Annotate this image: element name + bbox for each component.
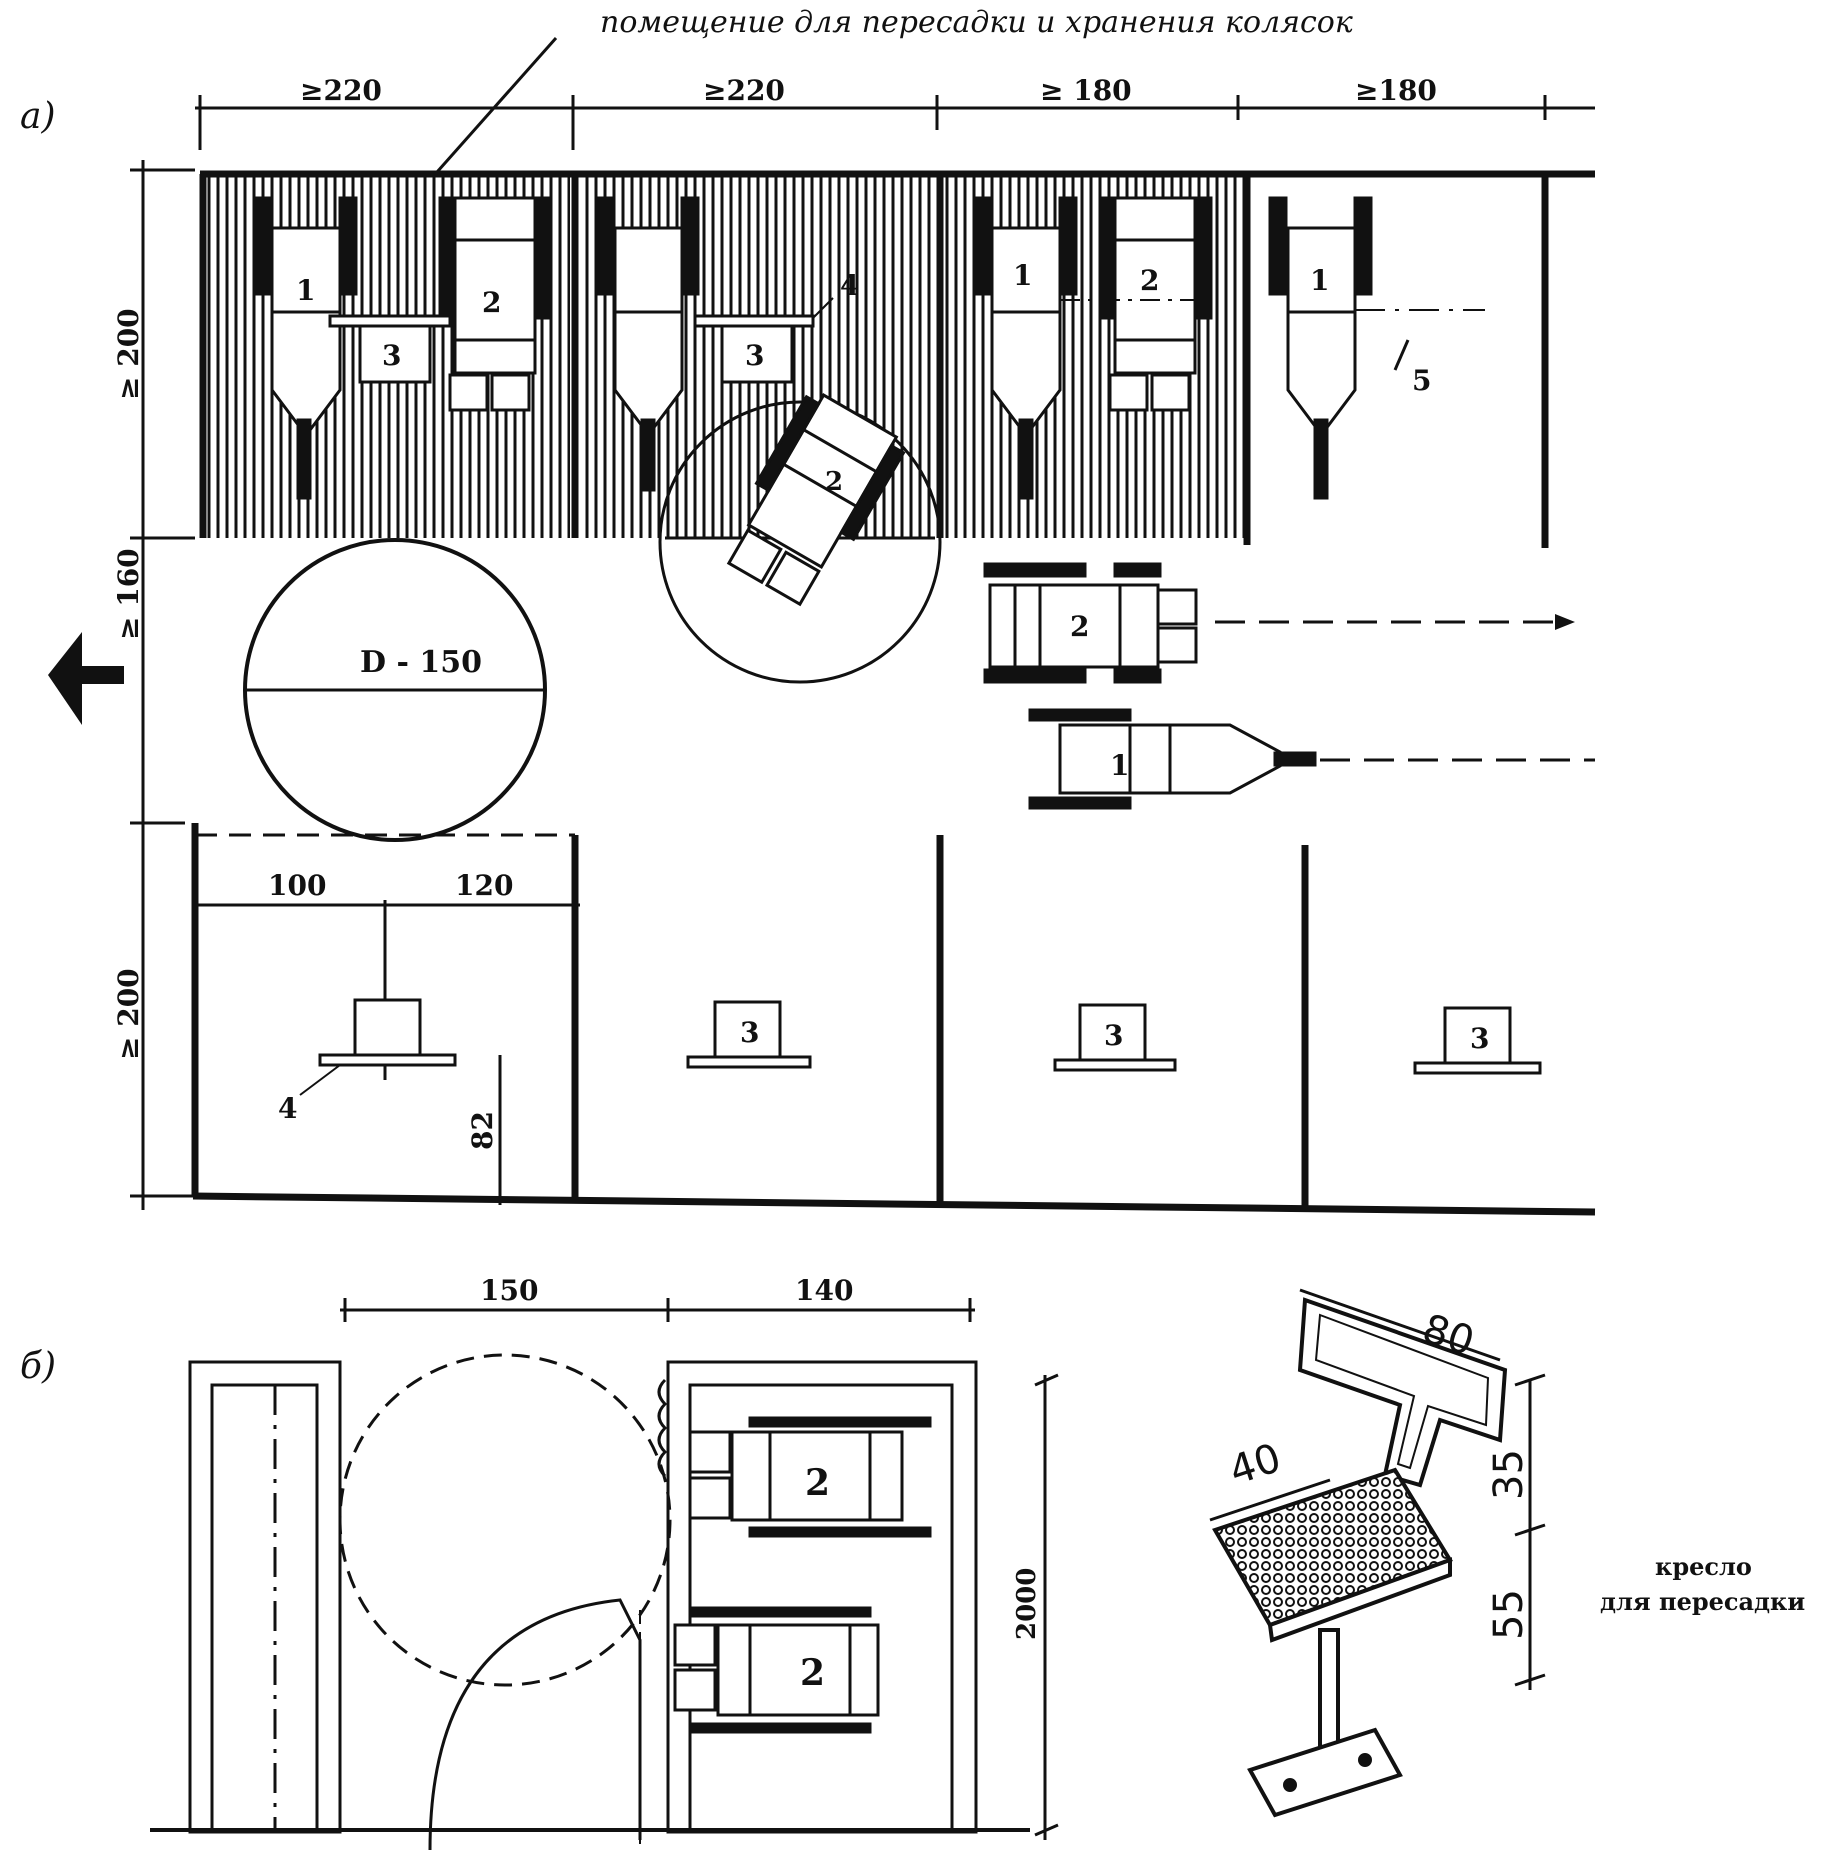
marker-3-cabin-2: 3 bbox=[740, 1016, 759, 1049]
marker-3-bay-2: 3 bbox=[745, 339, 764, 372]
transfer-seat-bay-1 bbox=[328, 314, 452, 384]
marker-5-tick bbox=[1393, 339, 1410, 371]
transfer-seat-cabin-4 bbox=[1413, 1006, 1542, 1075]
transfer-seat-cabin-3 bbox=[1053, 1003, 1177, 1072]
lower-walls bbox=[191, 823, 1596, 1216]
part-b-dim-1: 150 bbox=[480, 1274, 538, 1307]
rotation-circle bbox=[658, 400, 942, 684]
marker-1-corridor: 1 bbox=[1110, 749, 1129, 782]
door-swing-arc bbox=[428, 1598, 642, 1851]
transfer-seat-cabin-2 bbox=[686, 1000, 812, 1069]
wheelchair-2-corridor bbox=[983, 562, 1198, 684]
movement-arrow-2-icon bbox=[1555, 614, 1575, 630]
left-dim-middle: ≥ 160 bbox=[112, 548, 145, 640]
marker-1-bay-3: 1 bbox=[1013, 259, 1032, 292]
part-b-dim-right: 2000 bbox=[1012, 1568, 1042, 1640]
chair-caption-line2: для пересадки bbox=[1600, 1587, 1805, 1616]
part-b-marker-2-lower: 2 bbox=[800, 1652, 825, 1694]
part-b-label: б) bbox=[20, 1346, 56, 1387]
cabin-dim-right: 120 bbox=[455, 869, 513, 902]
part-b-dim-2: 140 bbox=[795, 1274, 853, 1307]
chair-dim-35: 35 bbox=[1486, 1449, 1532, 1500]
marker-2-rotating: 2 bbox=[825, 467, 843, 497]
part-b-turning-circle bbox=[338, 1353, 672, 1687]
marker-2-bay-3: 2 bbox=[1140, 264, 1159, 297]
seat-height-dim: 82 bbox=[466, 1111, 499, 1150]
top-dimension-line bbox=[195, 95, 1595, 150]
top-dim-2: ≥220 bbox=[703, 74, 785, 107]
marker-4-bay-2: 4 bbox=[840, 269, 859, 302]
marker-2-bay-1: 2 bbox=[482, 286, 501, 319]
stroller-1-bay-3 bbox=[973, 196, 1078, 500]
marker-4-leader bbox=[812, 297, 834, 319]
transfer-chair-illustration bbox=[1212, 1297, 1508, 1818]
part-b-marker-2-upper: 2 bbox=[805, 1462, 830, 1504]
left-dim-lower: ≥ 200 bbox=[112, 968, 145, 1060]
left-dimension-line bbox=[130, 160, 195, 1210]
part-a-label: а) bbox=[20, 96, 56, 137]
wheelchair-2-bay-1 bbox=[438, 196, 553, 412]
transfer-seat-bay-2 bbox=[693, 314, 815, 384]
part-b-walls bbox=[150, 1360, 1030, 1834]
cabin-dim-left: 100 bbox=[268, 869, 326, 902]
stroller-1-bay-4 bbox=[1268, 196, 1373, 500]
chair-dim-40: 40 bbox=[1224, 1435, 1287, 1494]
part-b-right-dimension bbox=[1034, 1373, 1059, 1840]
top-dim-1: ≥220 bbox=[300, 74, 382, 107]
marker-4-cabin-1: 4 bbox=[278, 1092, 297, 1125]
top-dim-3: ≥ 180 bbox=[1040, 74, 1132, 107]
part-b-top-dimension bbox=[340, 1298, 975, 1322]
exit-arrow-icon bbox=[48, 632, 124, 725]
marker-4-cabin-leader bbox=[299, 1064, 341, 1096]
marker-3-bay-1: 3 bbox=[382, 339, 401, 372]
storage-room-caption: помещение для пересадки и хранения коляс… bbox=[600, 5, 1353, 40]
marker-3-cabin-3: 3 bbox=[1104, 1019, 1123, 1052]
marker-5: 5 bbox=[1412, 364, 1431, 397]
stroller-1-corridor bbox=[1028, 708, 1317, 810]
wheelchair-2-bay-3 bbox=[1098, 196, 1213, 412]
chair-dim-55: 55 bbox=[1486, 1589, 1532, 1640]
turning-circle-label: D - 150 bbox=[360, 645, 482, 680]
top-dim-4: ≥180 bbox=[1355, 74, 1437, 107]
part-b-wheelchair-lower bbox=[673, 1606, 880, 1734]
marker-1-bay-1: 1 bbox=[296, 274, 315, 307]
turning-circle bbox=[243, 538, 547, 842]
marker-2-corridor: 2 bbox=[1070, 610, 1089, 643]
transfer-seat-cabin-1 bbox=[318, 998, 457, 1067]
marker-1-bay-4: 1 bbox=[1310, 264, 1329, 297]
stroller-1-bay-2 bbox=[596, 196, 700, 492]
marker-3-cabin-4: 3 bbox=[1470, 1022, 1489, 1055]
wheelchair-rotating bbox=[726, 393, 906, 607]
stroller-1-bay-1 bbox=[253, 196, 358, 500]
chair-dimension-lines bbox=[1209, 1288, 1546, 1690]
chair-caption-line1: кресло bbox=[1655, 1552, 1752, 1581]
upper-walls bbox=[199, 170, 1595, 548]
curtain-icon bbox=[657, 1378, 668, 1478]
part-b-wheelchair-upper bbox=[688, 1416, 932, 1538]
left-dim-upper: ≥ 200 bbox=[112, 308, 145, 400]
